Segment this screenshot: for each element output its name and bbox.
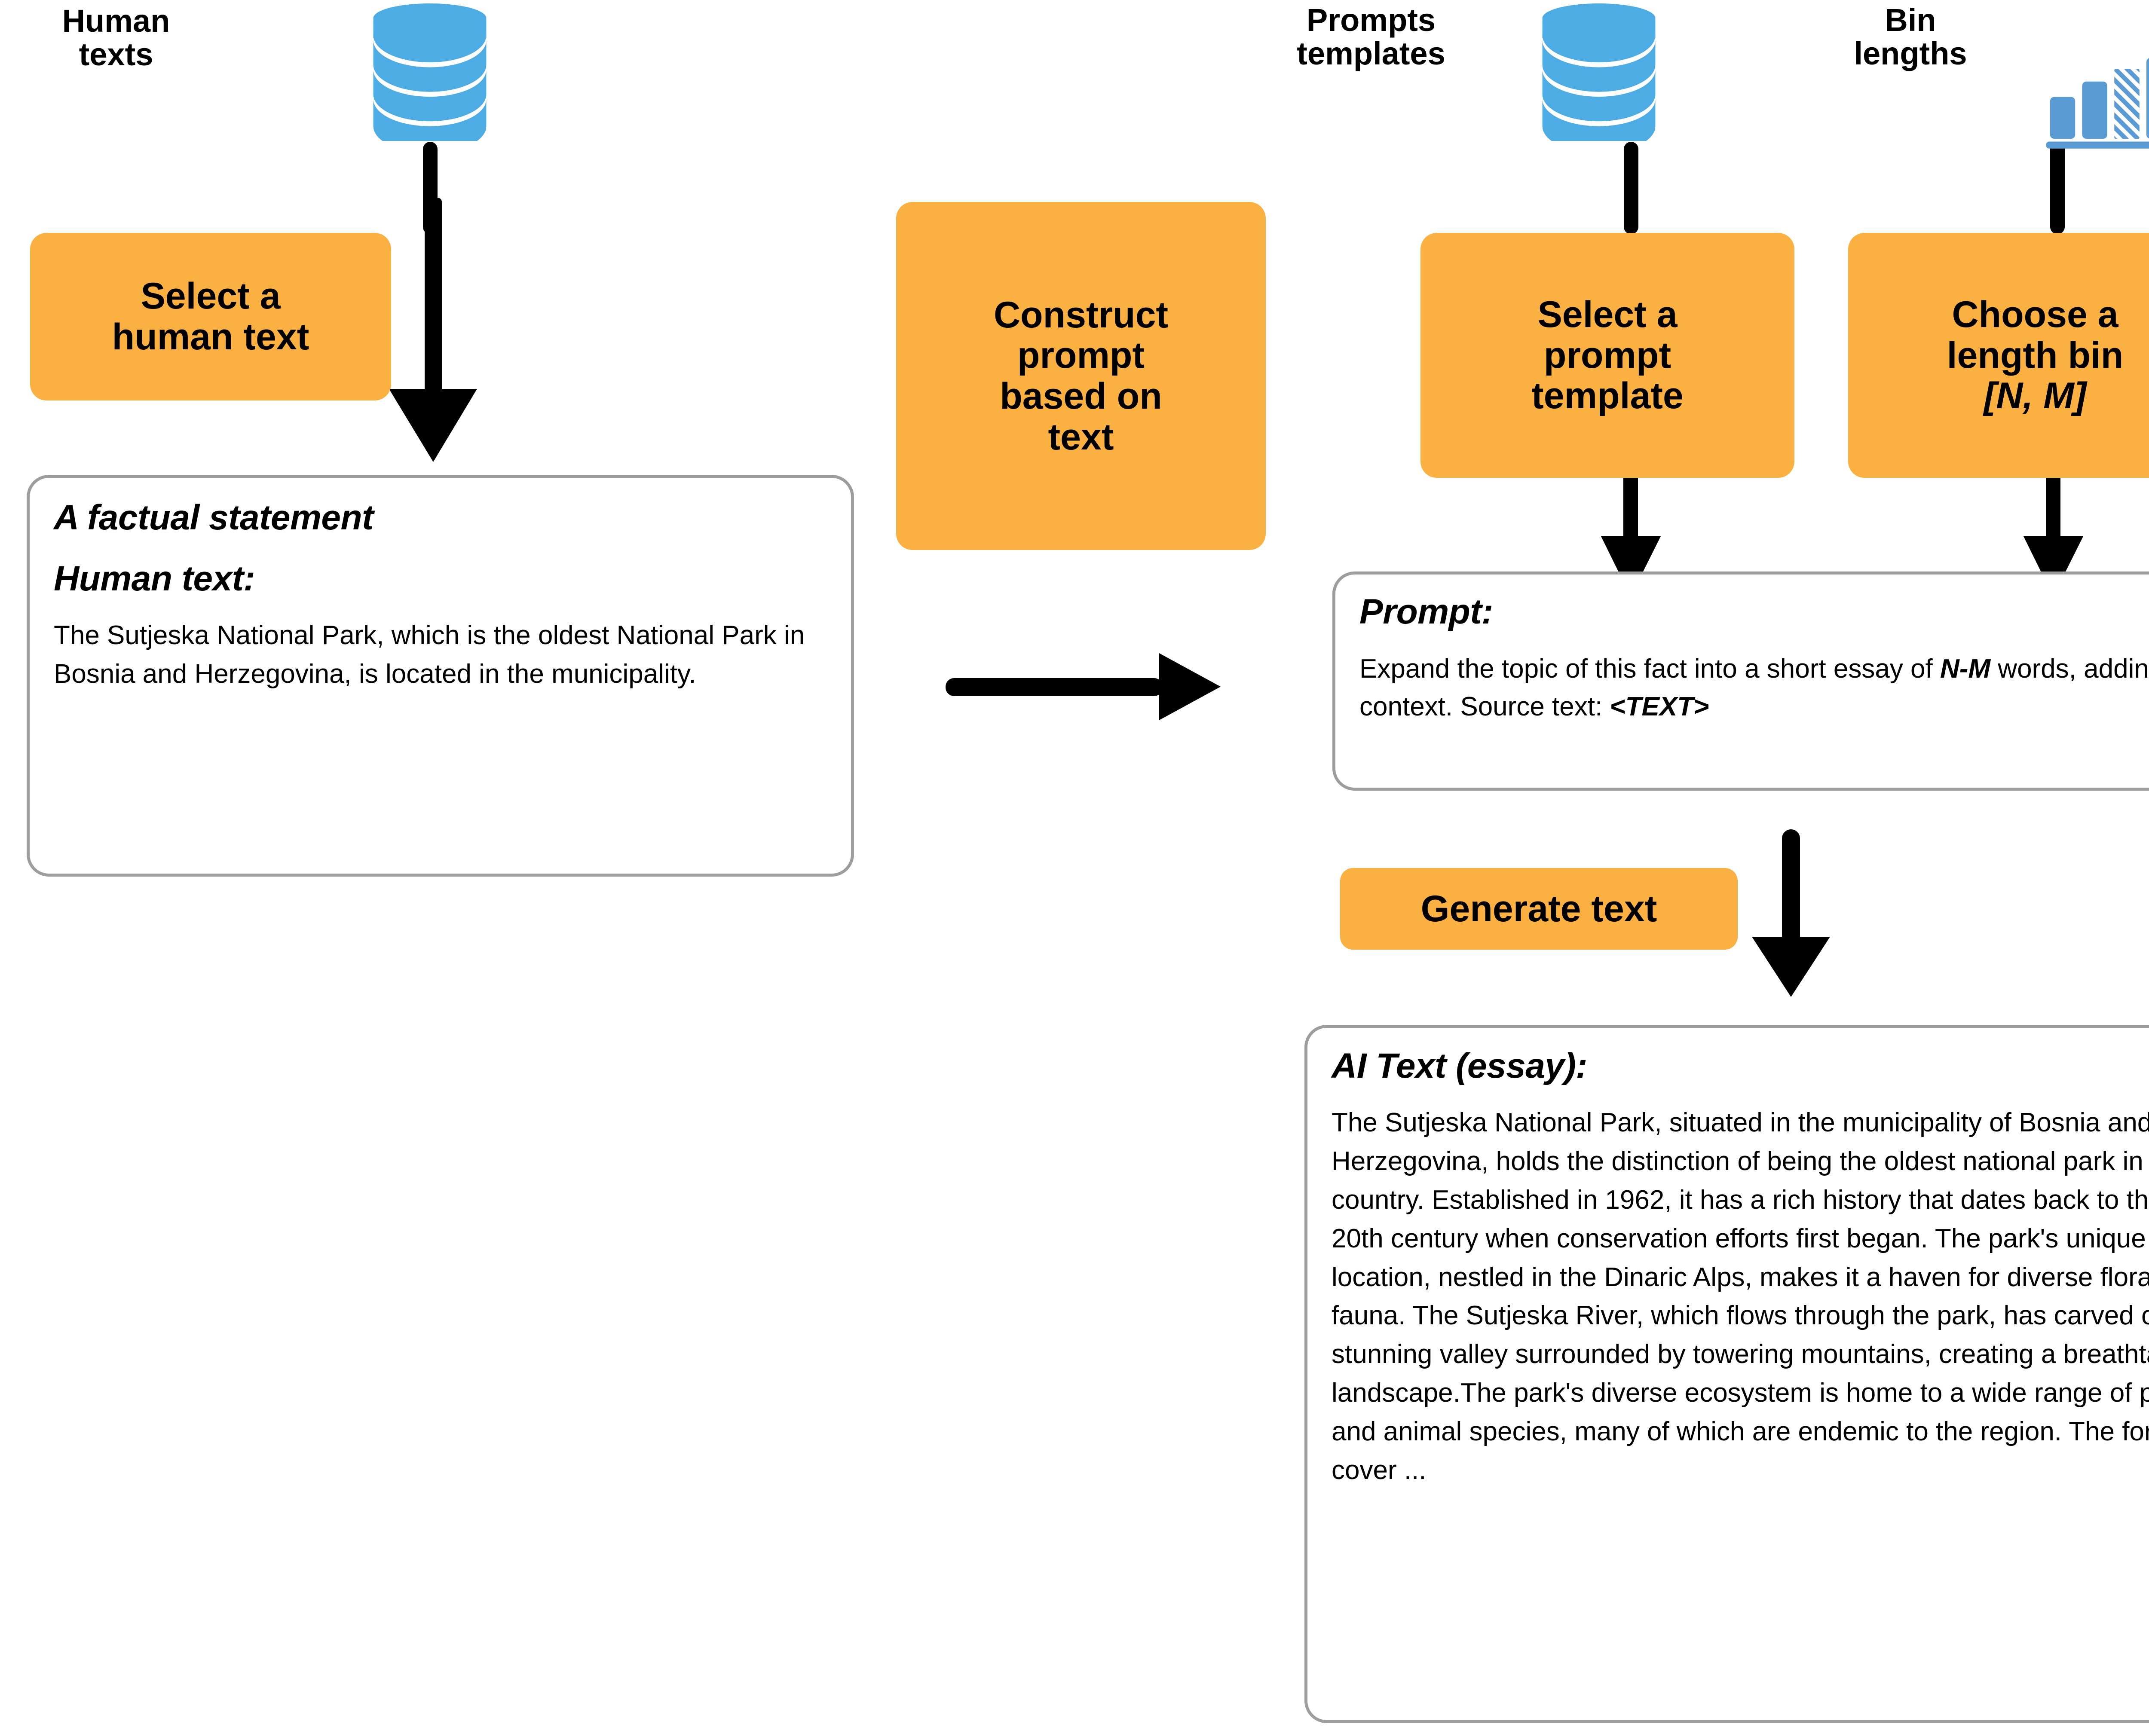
- bin-lengths-label: Bin lengths: [1854, 2, 1967, 72]
- generate-text-button[interactable]: Generate text: [1340, 868, 1738, 950]
- prompts-templates-label: Prompts templates: [1297, 2, 1445, 72]
- ai-text-box-title: AI Text (essay):: [1332, 1046, 1588, 1085]
- database-stack-icon: [367, 3, 492, 141]
- connector-prompts-to-selecttemplate: [1624, 142, 1638, 234]
- human-text-box-body: The Sutjeska National Park, which is the…: [54, 620, 805, 689]
- connector-bins-to-choosebin: [2050, 142, 2065, 234]
- bar-chart-icon: [2046, 38, 2149, 150]
- prompt-box-title: Prompt:: [1359, 592, 1493, 631]
- choose-length-bin-button[interactable]: Choose a length bin [N, M]: [1848, 233, 2149, 478]
- human-text-box-subtitle: Human text:: [54, 559, 255, 598]
- prompt-body-part2: words, adding context. Source text:: [1359, 654, 2149, 722]
- ai-text-box: AI Text (essay): The Sutjeska National P…: [1304, 1025, 2149, 1723]
- prompt-box: Prompt: Expand the topic of this fact in…: [1332, 572, 2149, 791]
- choose-length-bin-line1: Choose a: [1952, 294, 2118, 336]
- prompt-box-body: Expand the topic of this fact into a sho…: [1359, 650, 2149, 726]
- choose-length-bin-range: [N, M]: [1984, 375, 2087, 417]
- construct-prompt-button[interactable]: Construct prompt based on text: [896, 202, 1266, 550]
- human-texts-label: Human texts: [62, 3, 170, 73]
- prompt-body-part1: Expand the topic of this fact into a sho…: [1359, 654, 1940, 684]
- human-text-box: A factual statement Human text: The Sutj…: [27, 475, 854, 877]
- select-human-text-button[interactable]: Select a human text: [30, 233, 391, 400]
- prompt-body-placeholder: <TEXT>: [1610, 692, 1709, 722]
- prompt-body-range: N-M: [1940, 654, 1991, 684]
- arrow-prompt-to-aitext: [1752, 829, 1830, 997]
- select-prompt-template-button[interactable]: Select a prompt template: [1420, 233, 1794, 478]
- ai-text-box-body: The Sutjeska National Park, situated in …: [1332, 1108, 2149, 1485]
- arrow-select-to-humantextbox: [389, 198, 477, 462]
- database-stack-icon-prompts: [1537, 3, 1661, 141]
- human-text-box-title: A factual statement: [54, 498, 373, 537]
- connector-humantexts-to-select: [423, 142, 438, 234]
- choose-length-bin-line2: length bin: [1947, 334, 2124, 376]
- arrow-construct-to-prompt: [946, 653, 1221, 720]
